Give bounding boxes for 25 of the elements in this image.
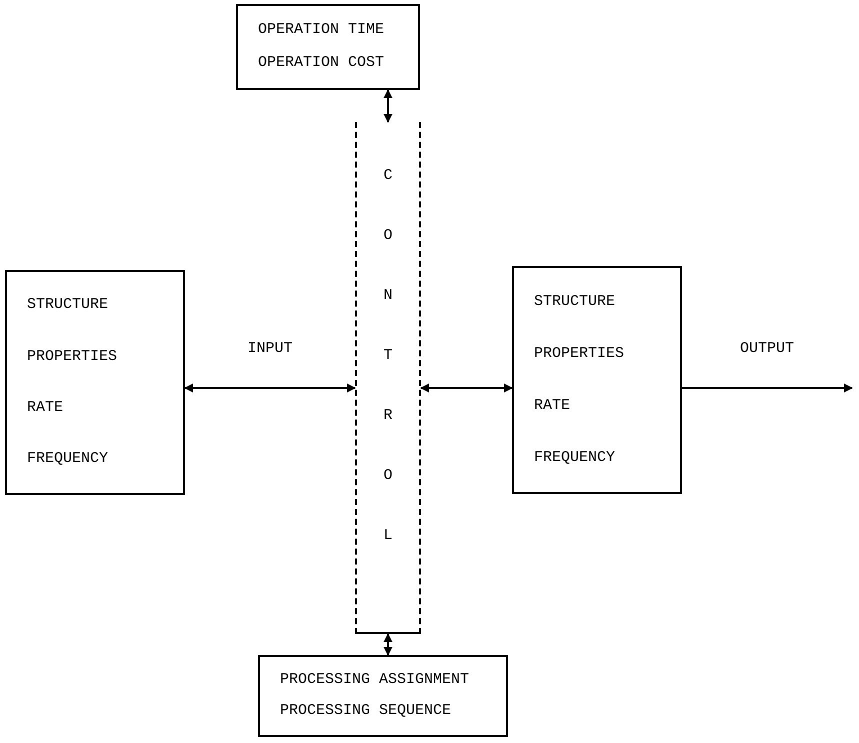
box-text: RATE — [27, 398, 64, 418]
arrow — [682, 384, 853, 392]
process-box — [5, 270, 185, 495]
arrow — [184, 384, 356, 392]
arrow — [420, 384, 513, 392]
box-text: PROPERTIES — [534, 344, 626, 364]
edge-label: INPUT — [248, 339, 292, 359]
process-box — [512, 266, 682, 494]
box-text: FREQUENCY — [27, 449, 110, 470]
box-text: PROCESSING ASSIGNMENT — [280, 670, 470, 690]
process-box — [258, 655, 508, 737]
box-text: RATE — [534, 396, 572, 416]
process-box — [236, 4, 420, 90]
edge-label: OUTPUT — [740, 339, 794, 359]
vertical-label: CONTROL — [382, 166, 394, 546]
box-text: OPERATION COST — [258, 53, 386, 74]
box-text: PROCESSING SEQUENCE — [280, 701, 452, 722]
box-text: OPERATION TIME — [258, 20, 386, 40]
box-text: STRUCTURE — [27, 295, 110, 316]
arrow — [384, 633, 392, 656]
control-column — [355, 122, 421, 634]
box-text: PROPERTIES — [27, 346, 118, 367]
arrow — [384, 89, 392, 123]
box-text: FREQUENCY — [534, 448, 616, 468]
box-text: STRUCTURE — [534, 292, 616, 312]
